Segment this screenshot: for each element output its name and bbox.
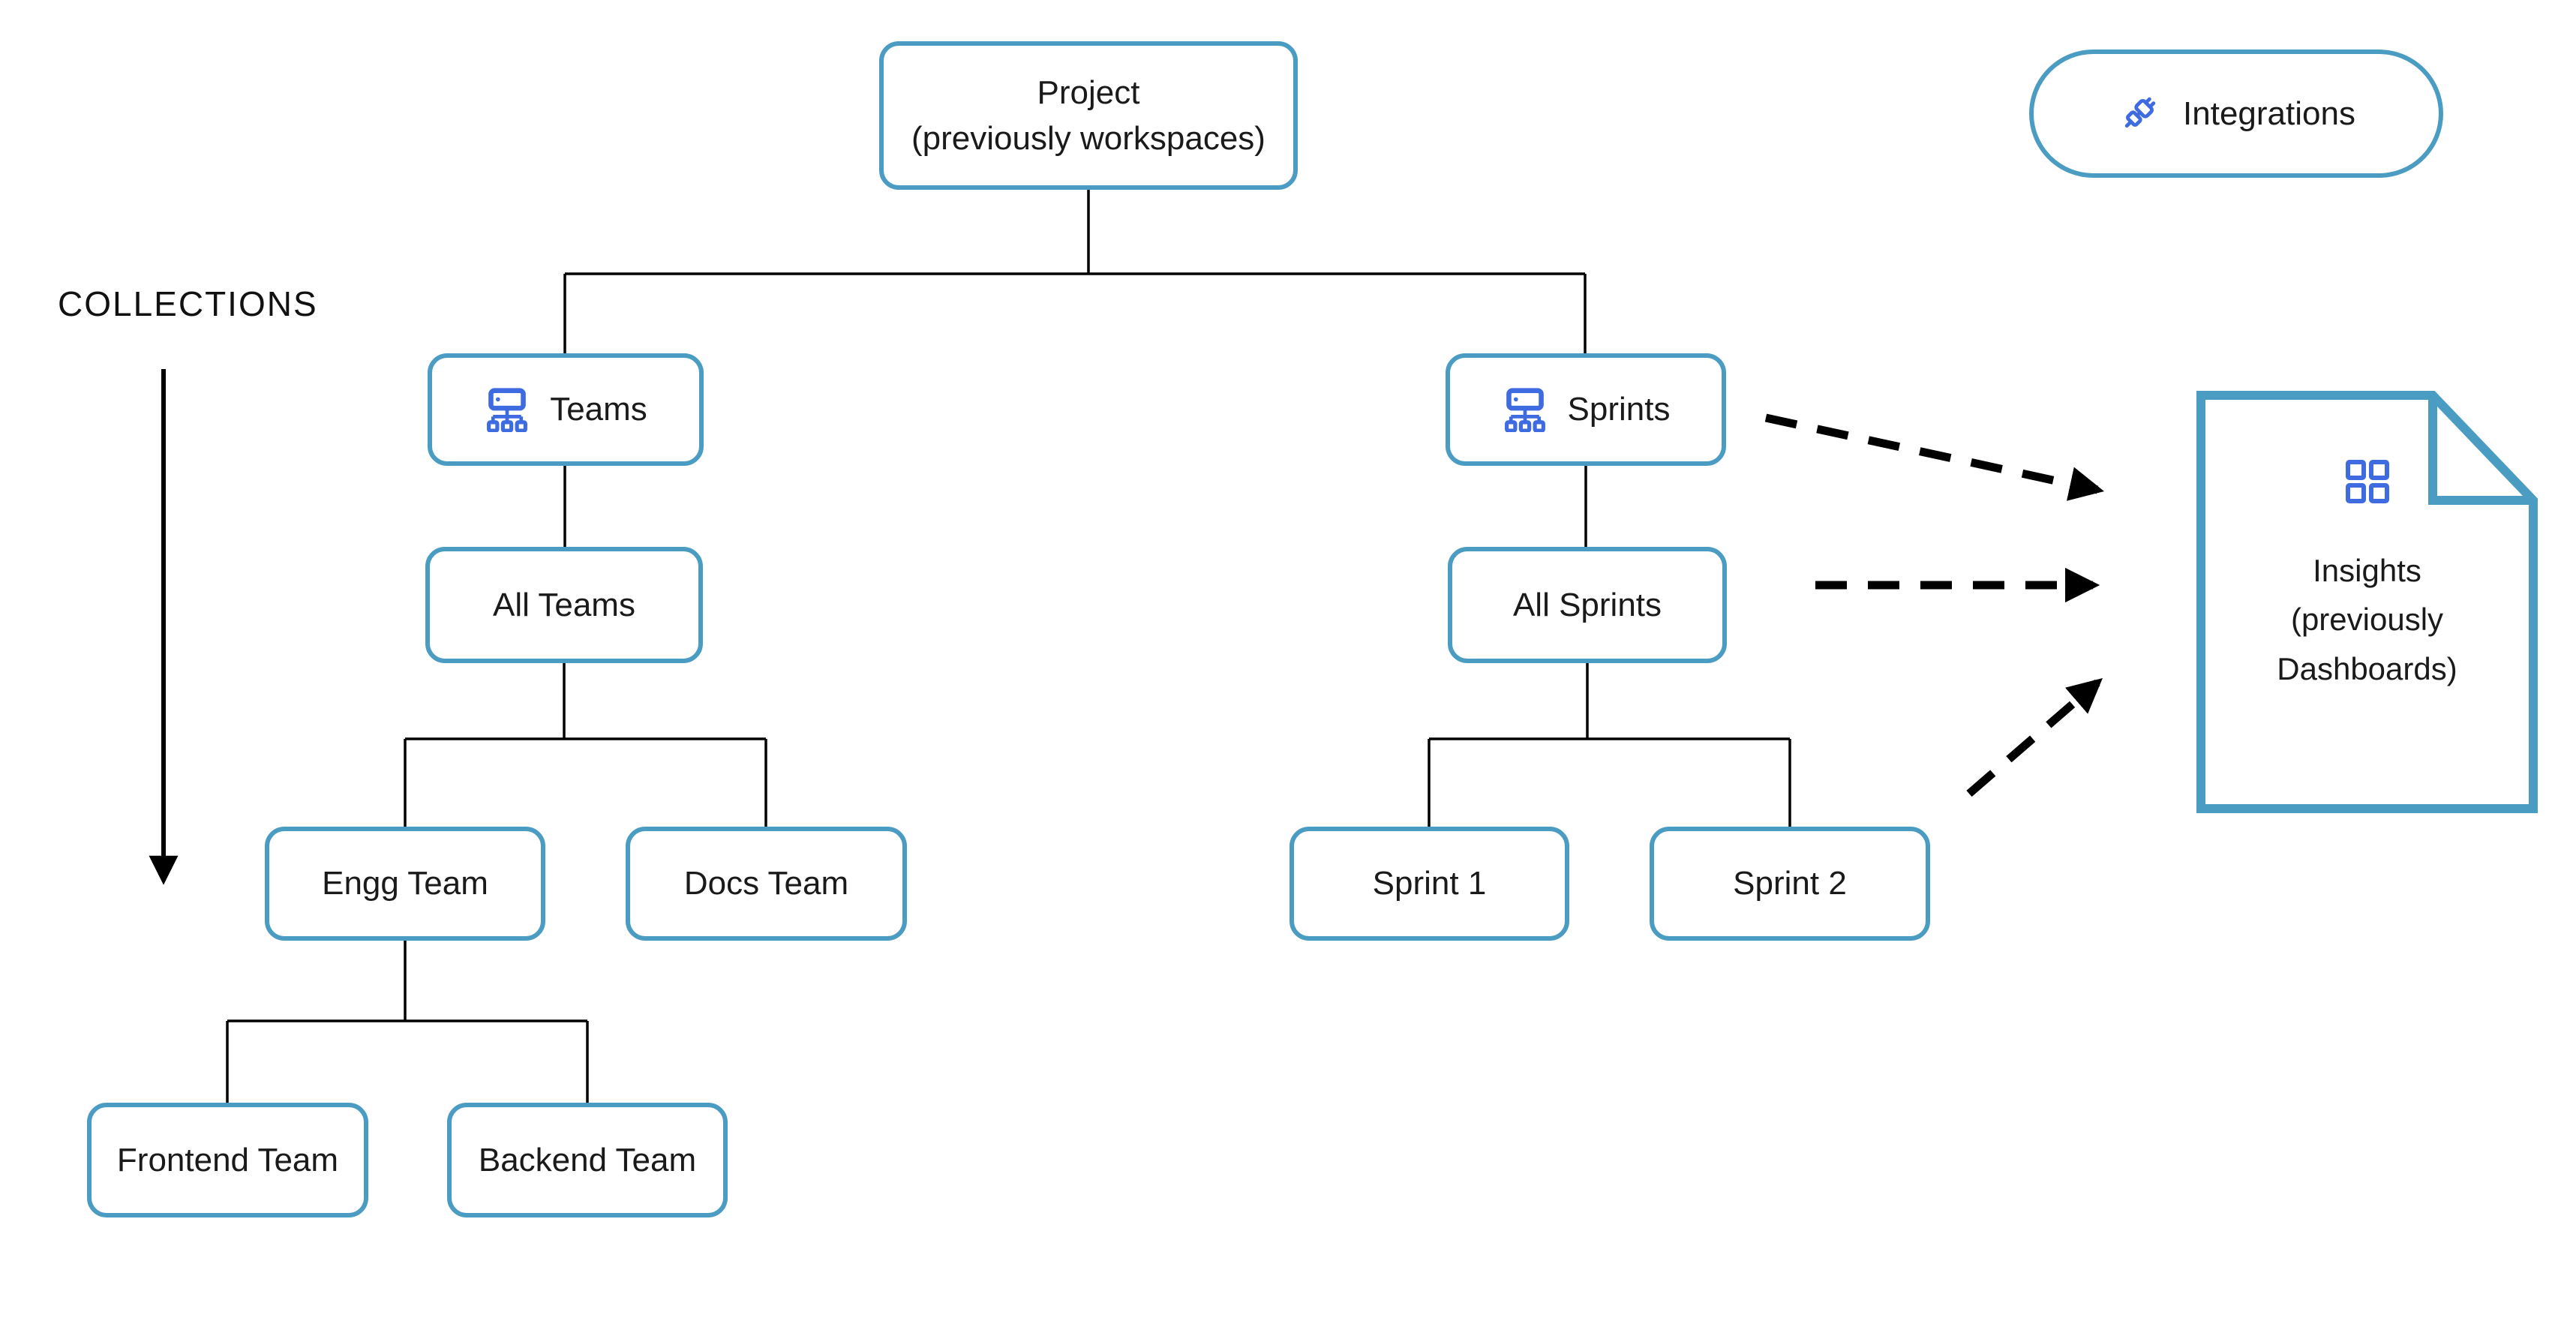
backend-team-label: Backend Team xyxy=(478,1141,697,1178)
insights-label-line3: Dashboards) xyxy=(2277,650,2457,686)
teams-label: Teams xyxy=(550,391,647,428)
node-sprints[interactable]: Sprints xyxy=(1446,353,1726,466)
sitemap-icon xyxy=(484,387,530,432)
insights-label-line1: Insights xyxy=(2313,553,2421,589)
sprints-label: Sprints xyxy=(1567,391,1671,428)
dashed-arrow-sprintrow-to-insights xyxy=(1966,677,2103,797)
sprint-2-label: Sprint 2 xyxy=(1733,865,1847,902)
insights-label-line2: (previously xyxy=(2290,602,2444,638)
document-outline xyxy=(2196,391,2538,813)
integrations-badge[interactable]: Integrations xyxy=(2029,50,2443,178)
collections-label: COLLECTIONS xyxy=(58,284,318,323)
node-teams[interactable]: Teams xyxy=(428,353,704,466)
node-backend-team[interactable]: Backend Team xyxy=(447,1103,728,1217)
node-frontend-team[interactable]: Frontend Team xyxy=(87,1103,368,1217)
engg-team-label: Engg Team xyxy=(322,865,488,902)
node-all-teams[interactable]: All Teams xyxy=(425,547,703,663)
all-sprints-label: All Sprints xyxy=(1512,586,1662,623)
node-project[interactable]: Project (previously workspaces) xyxy=(879,41,1298,190)
node-docs-team[interactable]: Docs Team xyxy=(626,827,907,941)
dashed-arrow-sprints-to-insights xyxy=(1764,413,2105,501)
project-label-line2: (previously workspaces) xyxy=(911,120,1265,157)
sprint-1-label: Sprint 1 xyxy=(1372,865,1487,902)
frontend-team-label: Frontend Team xyxy=(116,1141,339,1178)
all-teams-label: All Teams xyxy=(493,586,635,623)
tree-connectors xyxy=(226,190,1791,1103)
integrations-label: Integrations xyxy=(2183,95,2355,132)
plug-icon xyxy=(2117,92,2160,136)
docs-team-label: Docs Team xyxy=(683,865,849,902)
project-label-line1: Project xyxy=(1037,74,1140,111)
grid-icon xyxy=(2344,458,2391,509)
sitemap-icon xyxy=(1502,387,1548,432)
node-sprint-1[interactable]: Sprint 1 xyxy=(1290,827,1569,941)
node-sprint-2[interactable]: Sprint 2 xyxy=(1650,827,1930,941)
node-all-sprints[interactable]: All Sprints xyxy=(1448,547,1727,663)
node-engg-team[interactable]: Engg Team xyxy=(265,827,545,941)
insights-document[interactable]: Insights (previously Dashboards) xyxy=(2196,391,2538,813)
